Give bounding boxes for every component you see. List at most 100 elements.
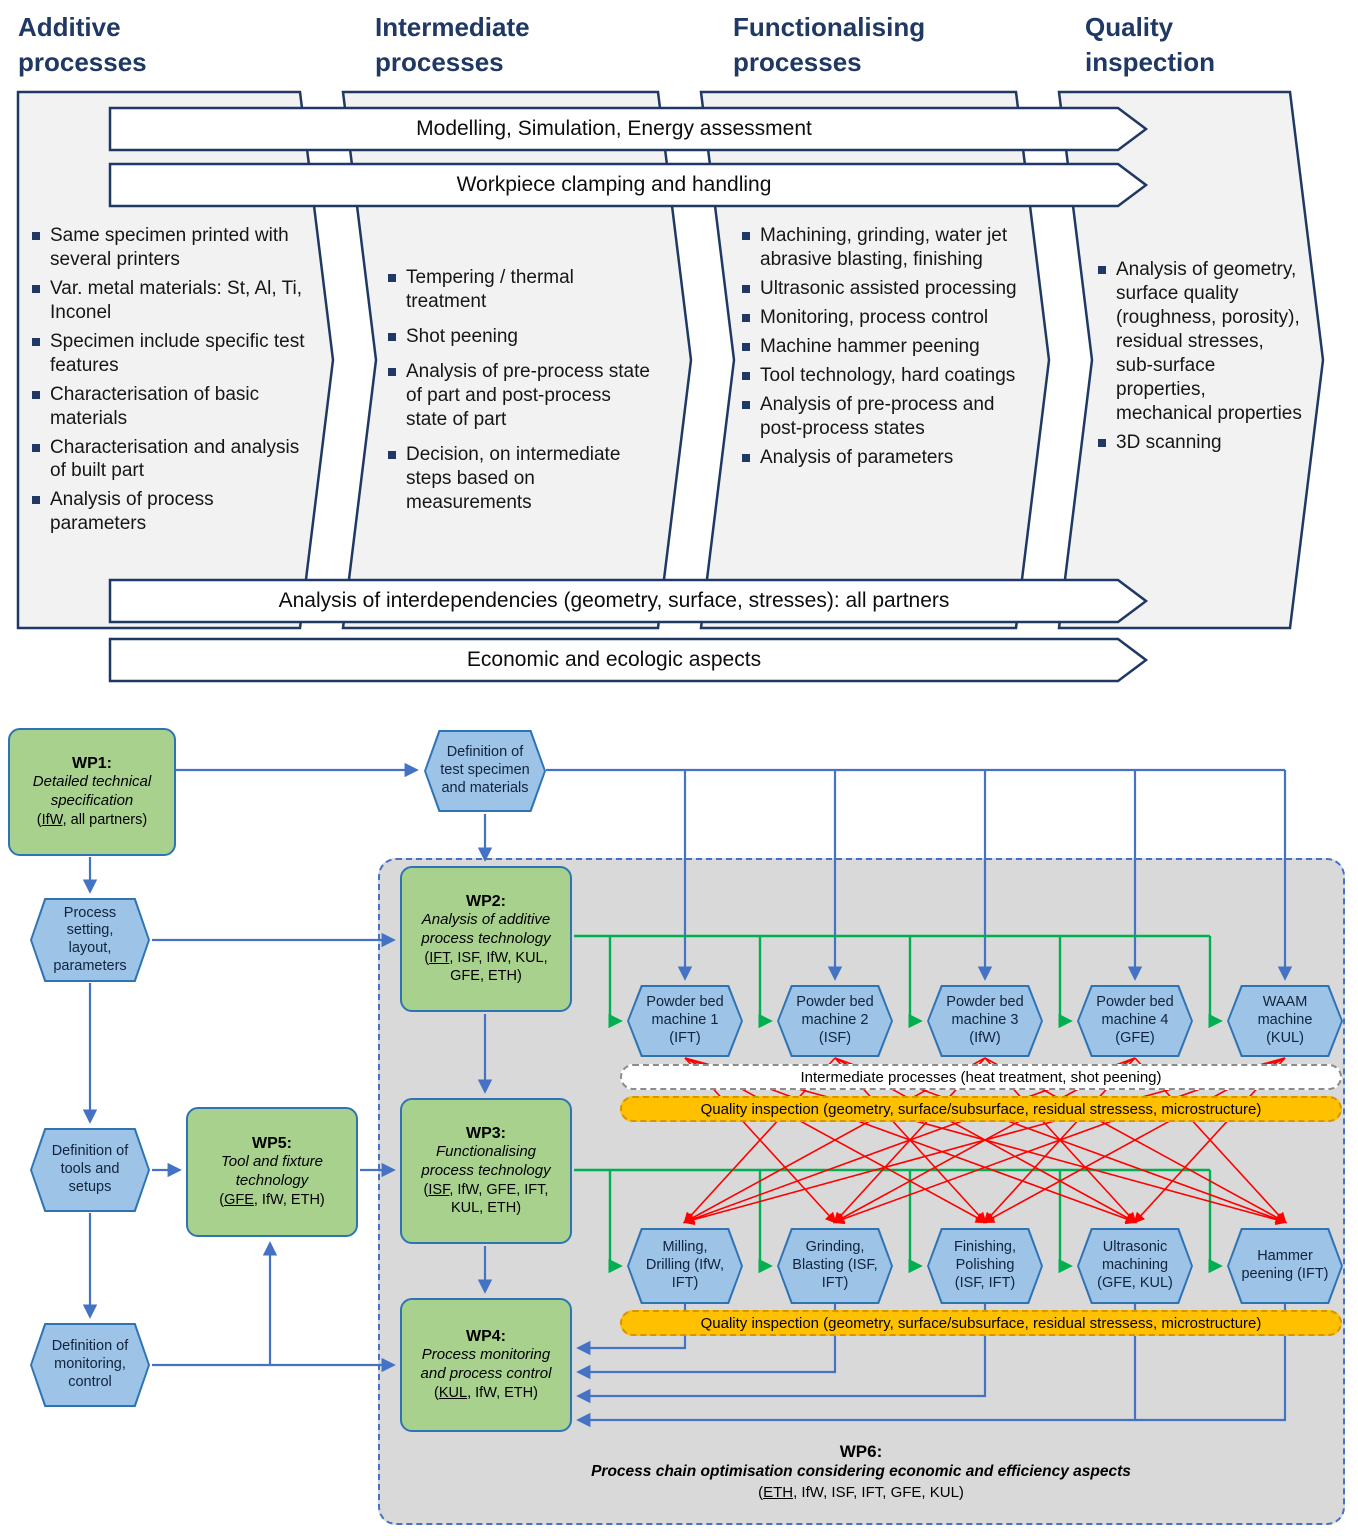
additive-bullet-list: Same specimen printed with several print… — [32, 224, 310, 541]
bullet-item: Ultrasonic assisted processing — [742, 277, 1032, 301]
hex-ultrasonic-machining-label: Ultrasonic machining (GFE, KUL) — [1079, 1230, 1191, 1302]
bullet-text: Analysis of pre-process and post-process… — [760, 393, 995, 439]
bullet-square-icon — [742, 284, 750, 293]
bullet-item: Analysis of pre-process and post-process… — [742, 393, 1032, 441]
bullet-square-icon — [32, 232, 40, 240]
banner-quality-inspection-2: Quality inspection (geometry, surface/su… — [620, 1310, 1342, 1336]
lead-partner: ISF — [428, 1181, 450, 1198]
wp6-title: Process chain optimisation considering e… — [591, 1463, 1131, 1480]
wp1-partners: (IfW, all partners) — [37, 811, 147, 829]
bullet-square-icon — [742, 313, 750, 322]
banner-modelling: Modelling, Simulation, Energy assessment — [416, 117, 812, 140]
column-header-additive: Additive processes — [18, 12, 147, 78]
wp5-name: WP5: — [252, 1135, 292, 1153]
banner-quality-inspection-1: Quality inspection (geometry, surface/su… — [620, 1096, 1342, 1122]
other-partners: , IfW, ETH) — [253, 1191, 325, 1208]
column-header-intermediate: Intermediate processes — [375, 12, 530, 78]
column-header-functionalising: Functionalising processes — [733, 12, 926, 78]
functionalising-bullet-list: Machining, grinding, water jet abrasive … — [742, 224, 1032, 474]
hex-test-specimen-label: Definition of test specimen and material… — [426, 732, 544, 810]
bullet-text: Specimen include specific test features — [50, 330, 305, 376]
hex-monitoring-control-label: Definition of monitoring, control — [32, 1325, 148, 1405]
bullet-item: Tempering / thermal treatment — [388, 266, 656, 314]
bullet-square-icon — [1098, 266, 1106, 274]
bullet-item: Shot peening — [388, 325, 656, 349]
other-partners: , ISF, IfW, KUL, GFE, ETH) — [449, 949, 548, 984]
bullet-item: Var. metal materials: St, Al, Ti, Incone… — [32, 277, 310, 325]
other-partners: , all partners) — [62, 811, 148, 828]
bullet-square-icon — [742, 400, 750, 409]
banner-clamping: Workpiece clamping and handling — [456, 173, 772, 196]
bullet-square-icon — [388, 274, 396, 282]
wp2-title: Analysis of additive process technology — [421, 911, 551, 947]
bullet-square-icon — [388, 367, 396, 376]
bullet-text: Machining, grinding, water jet abrasive … — [760, 225, 1008, 270]
paren: ( — [219, 1191, 225, 1208]
banner-intermediate-processes: Intermediate processes (heat treatment, … — [620, 1064, 1342, 1090]
hex-milling-drilling: Milling, Drilling (IfW, IFT) — [627, 1228, 743, 1304]
other-partners: , IfW, ETH) — [467, 1384, 538, 1401]
hex-powder-bed-1-label: Powder bed machine 1 (IFT) — [629, 987, 741, 1055]
bullet-item: Analysis of geometry, surface quality (r… — [1098, 258, 1306, 426]
lead-partner: ETH — [763, 1484, 794, 1502]
hex-powder-bed-1: Powder bed machine 1 (IFT) — [627, 985, 743, 1057]
bullet-square-icon — [32, 496, 40, 505]
hex-tools-setups-label: Definition of tools and setups — [32, 1130, 148, 1210]
bullet-item: Same specimen printed with several print… — [32, 224, 310, 272]
bullet-text: 3D scanning — [1116, 431, 1222, 453]
wp2-name: WP2: — [466, 893, 506, 911]
wp3-name: WP3: — [466, 1125, 506, 1143]
hex-tools-setups: Definition of tools and setups — [30, 1128, 150, 1212]
wp2-partners: (IFT, ISF, IfW, KUL, GFE, ETH) — [410, 949, 562, 985]
banner-interdependencies: Analysis of interdependencies (geometry,… — [278, 589, 950, 612]
wp3-title: Functionalising process technology — [421, 1143, 551, 1179]
bullet-text: Shot peening — [406, 325, 518, 347]
wp5-partners: (GFE, IfW, ETH) — [219, 1191, 325, 1209]
wp2-box: WP2: Analysis of additive process techno… — [400, 866, 572, 1012]
bullet-item: Machine hammer peening — [742, 335, 1032, 359]
hex-waam-machine-label: WAAM machine (KUL) — [1229, 987, 1341, 1055]
hex-powder-bed-2-label: Powder bed machine 2 (ISF) — [779, 987, 891, 1055]
bullet-square-icon — [742, 371, 750, 380]
other-partners: , IfW, ISF, IFT, GFE, KUL) — [793, 1484, 964, 1502]
bullet-item: Analysis of pre-process state of part an… — [388, 360, 656, 432]
bullet-square-icon — [388, 450, 396, 459]
paren: ( — [36, 811, 42, 828]
bullet-item: Characterisation and analysis of built p… — [32, 436, 310, 484]
hex-finishing-polishing: Finishing, Polishing (ISF, IFT) — [927, 1228, 1043, 1304]
paren: ( — [423, 1181, 429, 1198]
bullet-text: Same specimen printed with several print… — [50, 225, 289, 270]
bullet-text: Decision, on intermediate steps based on… — [406, 443, 621, 513]
bullet-text: Tool technology, hard coatings — [760, 364, 1016, 386]
hex-ultrasonic-machining: Ultrasonic machining (GFE, KUL) — [1077, 1228, 1193, 1304]
wp3-partners: (ISF, IfW, GFE, IFT, KUL, ETH) — [410, 1181, 562, 1217]
wp3-box: WP3: Functionalising process technology … — [400, 1098, 572, 1244]
hex-grinding-blasting: Grinding, Blasting (ISF, IFT) — [777, 1228, 893, 1304]
hex-grinding-blasting-label: Grinding, Blasting (ISF, IFT) — [779, 1230, 891, 1302]
bullet-text: Tempering / thermal treatment — [406, 267, 574, 312]
bullet-text: Var. metal materials: St, Al, Ti, Incone… — [50, 277, 303, 323]
wp4-partners: (KUL, IfW, ETH) — [434, 1384, 538, 1402]
wp1-title: Detailed technical specification — [32, 773, 152, 809]
bullet-item: Decision, on intermediate steps based on… — [388, 443, 656, 515]
bullet-item: Machining, grinding, water jet abrasive … — [742, 224, 1032, 272]
quality-bullet-list: Analysis of geometry, surface quality (r… — [1098, 258, 1306, 460]
wp1-name: WP1: — [72, 755, 112, 773]
wp4-box: WP4: Process monitoring and process cont… — [400, 1298, 572, 1432]
lead-partner: GFE — [224, 1191, 254, 1208]
bullet-square-icon — [742, 232, 750, 240]
bullet-item: Monitoring, process control — [742, 306, 1032, 330]
bullet-text: Analysis of geometry, surface quality (r… — [1116, 259, 1302, 424]
paren: ( — [424, 949, 430, 966]
bullet-text: Analysis of parameters — [760, 446, 954, 468]
hex-milling-drilling-label: Milling, Drilling (IfW, IFT) — [629, 1230, 741, 1302]
bullet-item: Specimen include specific test features — [32, 330, 310, 378]
bullet-item: 3D scanning — [1098, 431, 1306, 455]
hex-powder-bed-2: Powder bed machine 2 (ISF) — [777, 985, 893, 1057]
hex-powder-bed-4: Powder bed machine 4 (GFE) — [1077, 985, 1193, 1057]
hex-hammer-peening: Hammer peening (IFT) — [1227, 1228, 1343, 1304]
hex-process-setting: Process setting, layout, parameters — [30, 898, 150, 982]
bullet-square-icon — [388, 332, 396, 341]
bullet-item: Analysis of process parameters — [32, 488, 310, 536]
